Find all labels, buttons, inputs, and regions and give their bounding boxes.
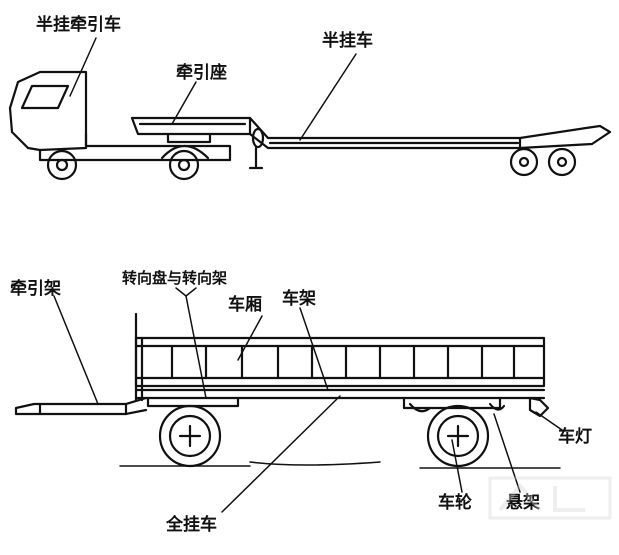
leader-frame (299, 307, 329, 391)
semitrailer-tractor (8, 70, 232, 181)
label-frame: 车架 (282, 288, 316, 309)
leader-semitrailer (299, 53, 357, 141)
brace-turntable (175, 287, 197, 297)
leader-turntable (185, 295, 207, 399)
semitrailer (130, 116, 612, 177)
leader-tractor (69, 37, 97, 97)
leader-wheel (451, 439, 463, 493)
label-fifth-wheel: 牵引座 (176, 62, 227, 83)
leader-body (237, 315, 263, 361)
label-body: 车厢 (228, 294, 262, 315)
leader-light (535, 411, 563, 431)
body-slats (170, 344, 516, 380)
label-wheel: 车轮 (438, 492, 472, 513)
leader-full-trailer (221, 395, 341, 513)
label-full-trailer: 全挂车 (165, 514, 217, 535)
label-semitrailer-tractor: 半挂牵引车 (36, 14, 121, 35)
label-drawbar: 牵引架 (10, 278, 61, 299)
leader-fifth-wheel (171, 81, 197, 125)
leader-drawbar (53, 295, 99, 405)
watermark-logo (488, 476, 612, 520)
label-semitrailer: 半挂车 (322, 30, 373, 51)
full-trailer (14, 312, 561, 469)
label-turntable: 转向盘与转向架 (122, 269, 227, 287)
leader-suspension (493, 413, 521, 493)
label-suspension: 悬架 (506, 492, 540, 513)
label-light: 车灯 (558, 426, 592, 447)
